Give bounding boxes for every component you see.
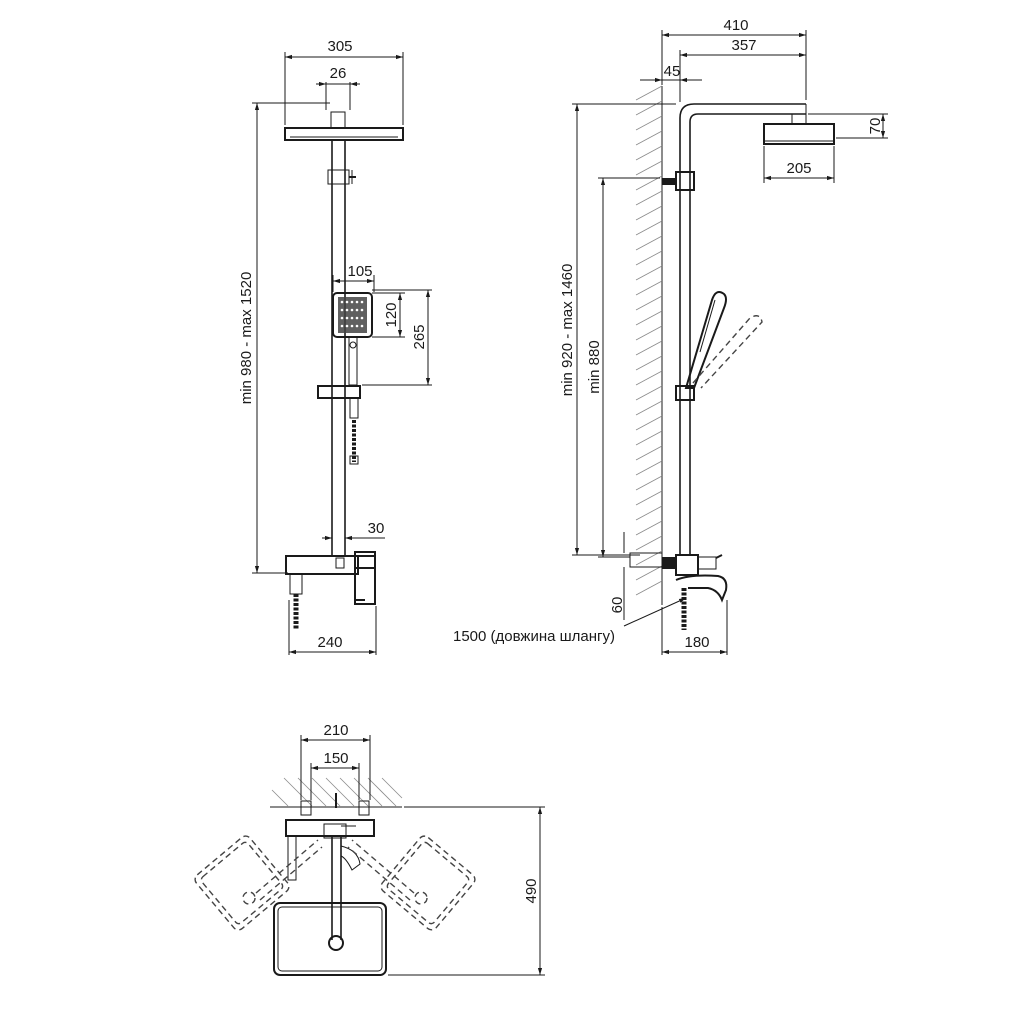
dim-handshower-face: 120 bbox=[383, 302, 400, 327]
side-riser-arm bbox=[679, 103, 806, 555]
front-mixer-body bbox=[285, 555, 359, 575]
front-slider-holder bbox=[317, 385, 361, 399]
side-mixer-body bbox=[675, 554, 699, 576]
dim-total-reach: 410 bbox=[723, 17, 748, 34]
dim-holder-height: min 880 bbox=[586, 340, 603, 393]
front-hand-shower bbox=[332, 292, 373, 338]
dim-spout-drop: 60 bbox=[609, 597, 626, 614]
dim-connection-centers: 150 bbox=[323, 750, 348, 767]
dim-arm-width: 26 bbox=[330, 65, 347, 82]
top-rotation-left bbox=[194, 835, 323, 931]
side-view: 410 357 45 70 205 min 920 - max 1460 min… bbox=[453, 17, 888, 655]
dim-hose-length: 1500 (довжина шлангу) bbox=[453, 628, 615, 645]
dim-mixer-width: 240 bbox=[317, 634, 342, 651]
dim-spout-reach: 180 bbox=[684, 634, 709, 651]
dim-front-height: min 980 - max 1520 bbox=[238, 272, 255, 405]
side-hand-shower bbox=[684, 291, 727, 389]
dim-handshower-length: 265 bbox=[411, 324, 428, 349]
top-mixer-body bbox=[285, 819, 375, 837]
dim-pipe-offset: 30 bbox=[368, 520, 385, 537]
dim-spout-projection: 490 bbox=[523, 878, 540, 903]
dim-head-width: 305 bbox=[327, 38, 352, 55]
dim-head-depth: 205 bbox=[786, 160, 811, 177]
dim-handshower-width: 105 bbox=[347, 263, 372, 280]
side-wall bbox=[635, 85, 663, 605]
front-shower-head bbox=[284, 127, 404, 141]
dim-wall-offset: 45 bbox=[664, 63, 681, 80]
front-view: 305 26 min 980 - max 1520 105 120 265 30… bbox=[238, 38, 432, 655]
front-head-arm bbox=[330, 111, 346, 129]
side-spout bbox=[675, 574, 728, 603]
dim-connection-width: 210 bbox=[323, 722, 348, 739]
side-shower-head bbox=[763, 123, 835, 145]
top-spout bbox=[331, 836, 342, 940]
dim-head-thickness: 70 bbox=[867, 118, 884, 135]
dim-side-height: min 920 - max 1460 bbox=[559, 264, 576, 397]
top-rotation-right bbox=[347, 835, 476, 931]
top-view: 210 150 490 bbox=[194, 722, 545, 976]
top-shower-head bbox=[273, 902, 387, 976]
dim-arm-reach: 357 bbox=[731, 37, 756, 54]
